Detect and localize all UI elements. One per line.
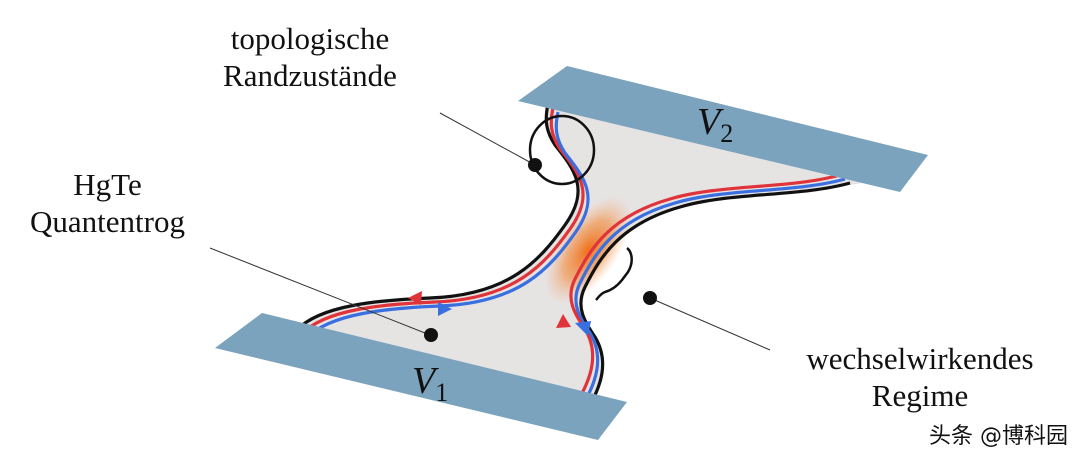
interaction-glow xyxy=(544,196,632,304)
label-line: Regime xyxy=(871,378,969,413)
regime-brace xyxy=(595,247,633,301)
arrow-blue-right-icon xyxy=(438,302,452,316)
label-line: HgTe xyxy=(73,167,142,202)
interacting-regime-label: wechselwirkendes Regime xyxy=(770,340,1070,414)
edge-states-label: topologische Randzustände xyxy=(200,20,420,94)
label-line: Randzustände xyxy=(223,58,397,93)
contact-v2-label: V2 xyxy=(697,101,733,148)
label-line: Quantentrog xyxy=(30,204,185,239)
arrow-blue-down-icon xyxy=(575,321,591,336)
leader-line xyxy=(649,297,771,351)
label-line: wechselwirkendes xyxy=(806,341,1034,376)
right-edge-states xyxy=(569,173,851,406)
leader-line xyxy=(209,247,431,336)
contact-v1-label: V1 xyxy=(412,360,448,407)
contact-v1[interactable] xyxy=(215,313,627,440)
pointer-dot xyxy=(528,158,542,172)
pointer-dot xyxy=(643,291,657,305)
arrow-red-up-icon xyxy=(556,314,571,328)
leader-line xyxy=(439,112,536,166)
edge-highlight-circle xyxy=(528,114,596,186)
watermark: 头条 @博科园 xyxy=(929,424,1068,449)
arrow-red-left-icon xyxy=(408,291,422,305)
contact-v2[interactable] xyxy=(518,66,928,192)
left-edge-states xyxy=(295,103,590,340)
label-line: topologische xyxy=(230,21,390,56)
pointer-dot xyxy=(424,328,438,342)
quantum-well-label: HgTe Quantentrog xyxy=(0,166,215,240)
